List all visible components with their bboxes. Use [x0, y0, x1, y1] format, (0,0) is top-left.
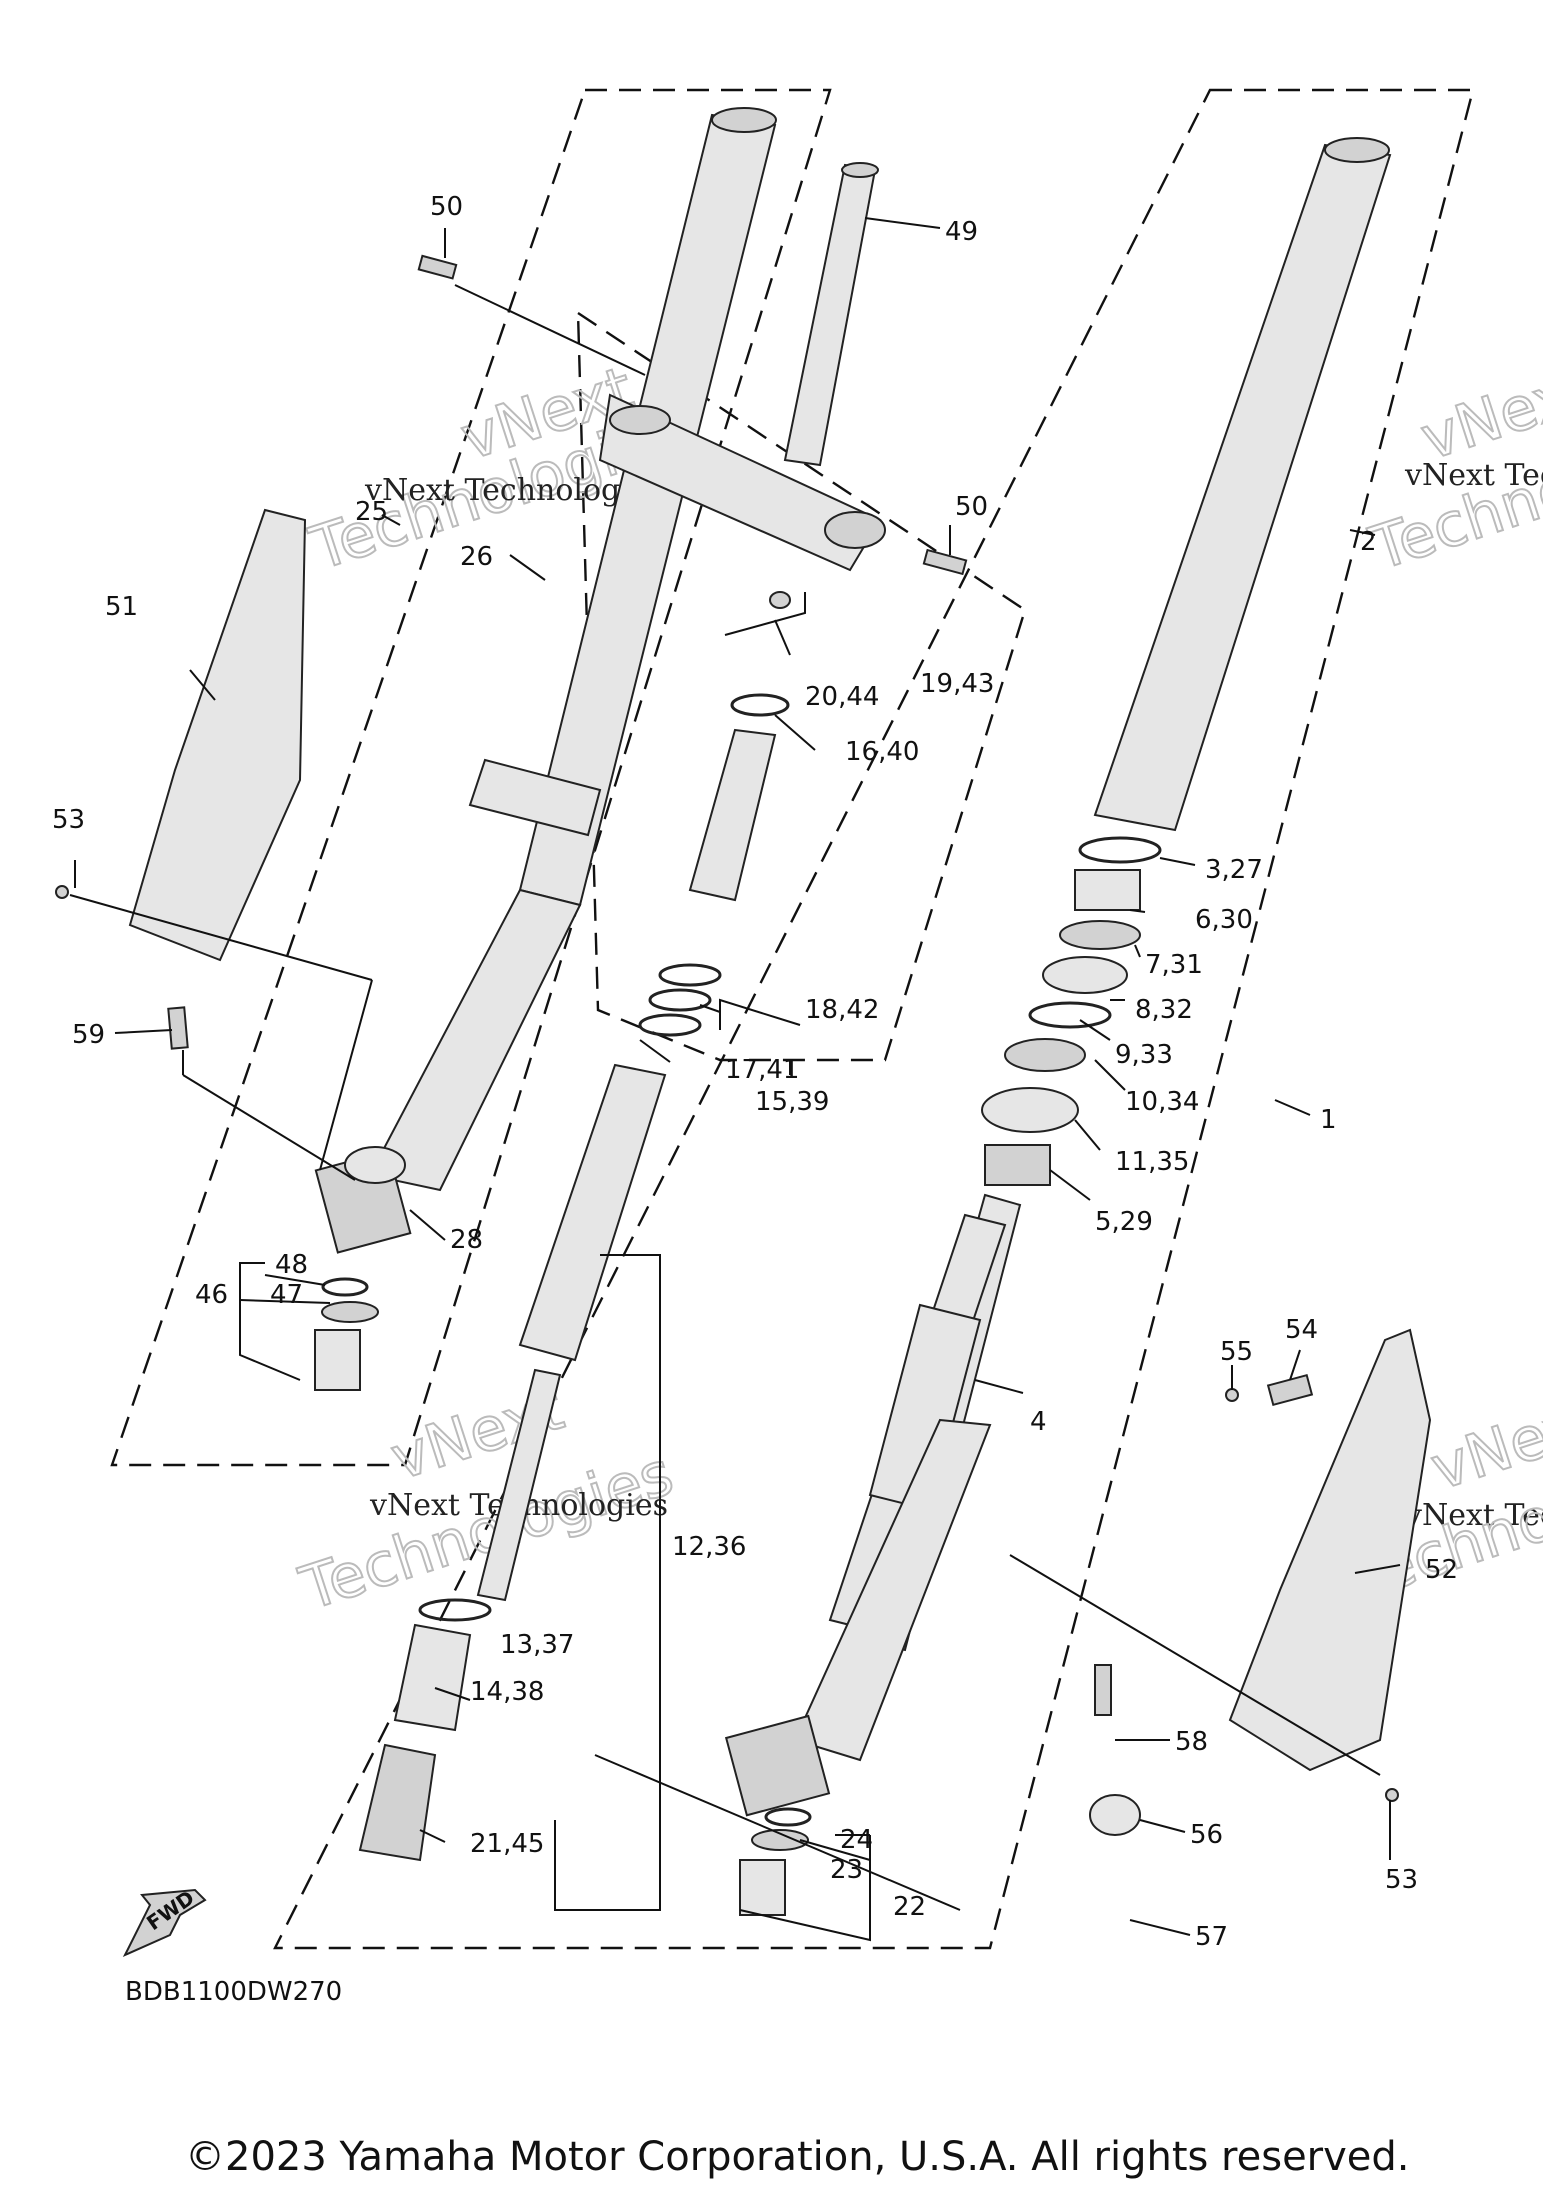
- callout-51: 51: [105, 592, 138, 622]
- callout-5-29: 5,29: [1095, 1207, 1153, 1237]
- callout-53-left: 53: [52, 805, 85, 835]
- left-fork-guard: [128, 508, 307, 962]
- right-outer-tube: [1093, 137, 1392, 832]
- callout-47: 47: [270, 1280, 303, 1310]
- callout-10-34: 10,34: [1125, 1087, 1199, 1117]
- callout-59: 59: [72, 1020, 105, 1050]
- svg-text:vNext: vNext: [1423, 1384, 1543, 1505]
- callout-54: 54: [1285, 1315, 1318, 1345]
- damper-components: [358, 591, 791, 1862]
- callout-21-45: 21,45: [470, 1829, 544, 1859]
- callout-19-43: 19,43: [920, 669, 994, 699]
- right-fork-group-outline: [273, 88, 1475, 1950]
- callout-55: 55: [1220, 1337, 1253, 1367]
- callout-22: 22: [893, 1892, 926, 1922]
- callout-56: 56: [1190, 1820, 1223, 1850]
- callout-48: 48: [275, 1250, 308, 1280]
- callout-52: 52: [1425, 1555, 1458, 1585]
- callout-11-35: 11,35: [1115, 1147, 1189, 1177]
- callout-23: 23: [830, 1855, 863, 1885]
- callout-50-top: 50: [430, 192, 463, 222]
- callout-58: 58: [1175, 1727, 1208, 1757]
- copyright-notice: ©2023 Yamaha Motor Corporation, U.S.A. A…: [185, 2134, 1410, 2180]
- leader-lines: [69, 217, 1401, 1942]
- callout-1: 1: [1320, 1105, 1337, 1135]
- left-outer-tube: [368, 107, 777, 1192]
- left-fork-group-outline: [110, 88, 832, 1467]
- callout-50-right: 50: [955, 492, 988, 522]
- callout-26: 26: [460, 542, 493, 572]
- diagram-code: BDB1100DW270: [125, 1977, 342, 2007]
- svg-text:vNext Technologies: vNext Technologies: [1404, 458, 1543, 493]
- callout-9-33: 9,33: [1115, 1040, 1173, 1070]
- callout-4: 4: [1030, 1407, 1047, 1437]
- callout-labels: 49 50 50 25 26 51 53 59 28 48 47 46 2 3,…: [52, 192, 1458, 1952]
- callout-8-32: 8,32: [1135, 995, 1193, 1025]
- callout-28: 28: [450, 1225, 483, 1255]
- fwd-arrow-icon: FWD: [122, 1885, 207, 1958]
- callout-6-30: 6,30: [1195, 905, 1253, 935]
- callout-25: 25: [355, 497, 388, 527]
- callout-49: 49: [945, 217, 978, 247]
- callout-46: 46: [195, 1280, 228, 1310]
- callout-7-31: 7,31: [1145, 950, 1203, 980]
- right-seal-stack: [981, 836, 1162, 1186]
- right-axle-bracket: [724, 1714, 831, 1817]
- callout-18-42: 18,42: [805, 995, 879, 1025]
- svg-text:vNext Technologies: vNext Technologies: [364, 473, 663, 508]
- hardware: [55, 254, 1399, 1916]
- callout-2: 2: [1360, 527, 1377, 557]
- callout-53-right: 53: [1385, 1865, 1418, 1895]
- callout-57: 57: [1195, 1922, 1228, 1952]
- callout-12-36: 12,36: [672, 1532, 746, 1562]
- callout-16-40: 16,40: [845, 737, 919, 767]
- callout-14-38: 14,38: [470, 1677, 544, 1707]
- left-axle-bracket: [314, 1146, 412, 1254]
- callout-3-27: 3,27: [1205, 855, 1263, 885]
- svg-text:vNext Technologies: vNext Technologies: [1404, 1498, 1543, 1533]
- steering-stem: [783, 162, 879, 467]
- callout-15-39: 15,39: [755, 1087, 829, 1117]
- callout-24: 24: [840, 1825, 873, 1855]
- callout-13-37: 13,37: [500, 1630, 574, 1660]
- callout-17-41: 17,41: [725, 1055, 799, 1085]
- triple-clamp: [598, 393, 886, 572]
- svg-text:vNext: vNext: [1413, 354, 1543, 475]
- right-inner-tube: [793, 1193, 1022, 1762]
- callout-20-44: 20,44: [805, 682, 879, 712]
